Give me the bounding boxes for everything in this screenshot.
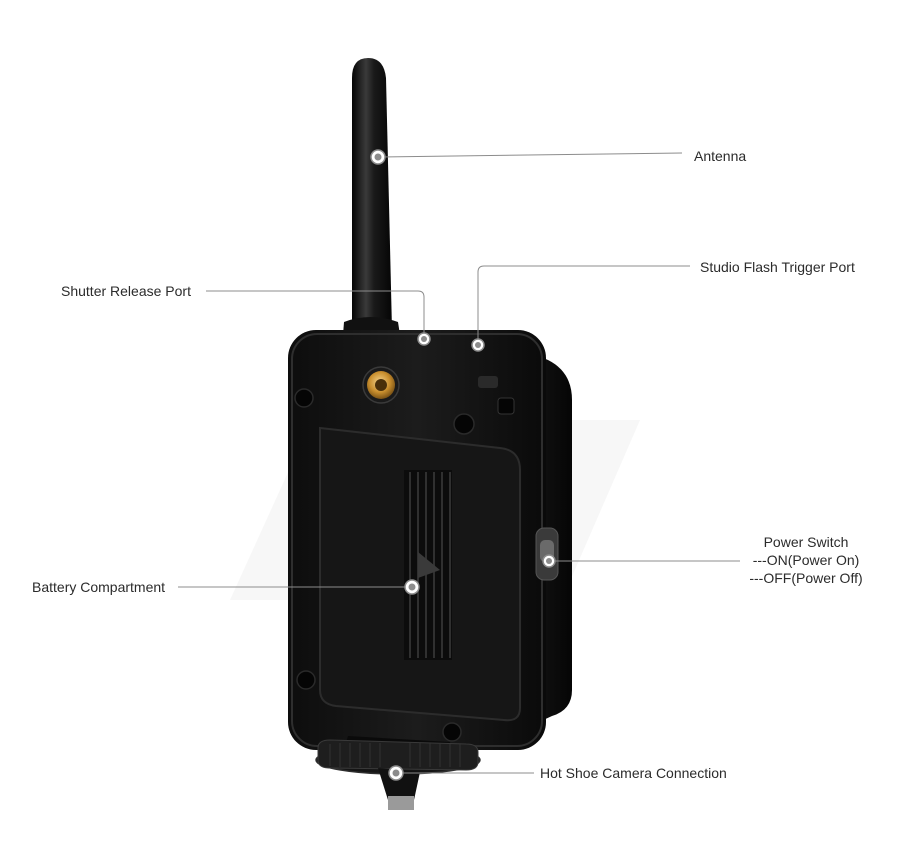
shutter-release-leader-line: [206, 290, 425, 336]
studio-flash-trigger-port-label: Studio Flash Trigger Port: [700, 259, 855, 275]
power-switch-title: Power Switch: [763, 534, 849, 550]
battery-compartment-label: Battery Compartment: [32, 579, 166, 595]
power-switch-on-state: ---ON(Power On): [752, 552, 860, 568]
power-switch-off-state: ---OFF(Power Off): [749, 570, 863, 586]
hot-shoe-foot: [315, 736, 481, 810]
antenna-label: Antenna: [694, 148, 747, 164]
antenna: [342, 58, 402, 348]
power-switch: [535, 527, 559, 581]
shutter-release-port-label: Shutter Release Port: [61, 283, 191, 299]
power-switch-label: Power Switch ---ON(Power On) ---OFF(Powe…: [744, 533, 868, 587]
studio-flash-marker: [471, 338, 485, 352]
callout-markers: [370, 149, 556, 781]
studio-flash-leader-line: [477, 265, 690, 343]
antenna-leader-line: [377, 152, 683, 158]
shutter-release-marker: [417, 332, 431, 346]
battery-compartment-cover: [319, 426, 521, 722]
tripod-socket: [362, 366, 400, 404]
antenna-marker: [370, 149, 386, 165]
power-switch-marker: [542, 554, 556, 568]
leader-lines: [178, 152, 740, 774]
battery-marker: [404, 579, 420, 595]
hot-shoe-camera-connection-label: Hot Shoe Camera Connection: [540, 765, 727, 781]
hot-shoe-marker: [388, 765, 404, 781]
